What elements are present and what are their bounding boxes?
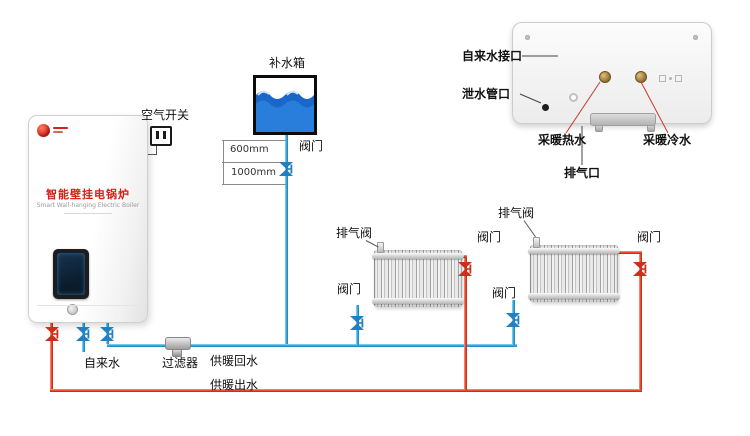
valve-label-radiator1-return: 阀门 bbox=[337, 282, 362, 296]
dimension-1000mm: 1000mm bbox=[231, 167, 276, 178]
valve-icon bbox=[99, 326, 115, 342]
heating-supply-label: 供暖出水 bbox=[210, 378, 259, 392]
air-vent-valve-label-2: 排气阀 bbox=[498, 206, 535, 220]
valve-label-radiator2-return: 阀门 bbox=[492, 286, 517, 300]
brand-logo-text-marks bbox=[53, 124, 68, 133]
boiler-front: 智能壁挂电锅炉 Smart Wall-hanging Electric Boil… bbox=[28, 115, 148, 323]
boiler-back-view bbox=[512, 22, 712, 132]
pipe-radiator1-supply-riser bbox=[464, 255, 467, 390]
exhaust-bracket bbox=[590, 113, 656, 126]
heating-return-label: 供暖回水 bbox=[210, 354, 259, 368]
radiator-2 bbox=[528, 245, 620, 302]
dimension-600mm: 600mm bbox=[230, 144, 269, 155]
tap-water-port-label: 自来水接口 bbox=[462, 49, 523, 63]
pipe-tank-riser bbox=[285, 135, 288, 345]
display-screen bbox=[57, 253, 85, 295]
screw-icon bbox=[693, 35, 698, 40]
brand-logo bbox=[37, 124, 68, 137]
drain-port-label: 泄水管口 bbox=[462, 87, 511, 101]
control-knob bbox=[67, 304, 78, 315]
heating-hot-port-icon bbox=[599, 71, 611, 83]
valve-icon bbox=[457, 261, 473, 277]
leader-line bbox=[523, 220, 536, 238]
heating-cold-water-label: 采暖冷水 bbox=[643, 133, 692, 147]
pipe-return-main bbox=[107, 344, 517, 347]
valve-icon bbox=[44, 326, 60, 342]
filter-label: 过滤器 bbox=[162, 356, 199, 370]
boiler-title: 智能壁挂电锅炉 bbox=[46, 188, 130, 201]
air-vent-valve-label-1: 排气阀 bbox=[336, 226, 373, 240]
valve-label-radiator2-supply: 阀门 bbox=[637, 230, 662, 244]
valve-icon bbox=[632, 261, 648, 277]
tap-water-label: 自来水 bbox=[84, 356, 121, 370]
heating-hot-water-label: 采暖热水 bbox=[538, 133, 587, 147]
boiler-divider bbox=[64, 213, 112, 214]
dimension-line bbox=[222, 140, 286, 141]
pipe-boiler-supply-drop bbox=[50, 321, 53, 391]
screw-icon bbox=[525, 35, 530, 40]
tank-water-icon bbox=[256, 90, 314, 132]
air-switch-label: 空气开关 bbox=[141, 108, 190, 122]
valve-icon bbox=[278, 161, 294, 177]
valve-icon bbox=[505, 312, 521, 328]
pipe-radiator2-supply-riser bbox=[639, 251, 642, 390]
valve-icon bbox=[75, 326, 91, 342]
brand-logo-disc-icon bbox=[37, 124, 50, 137]
dimension-line bbox=[222, 162, 286, 163]
embossed-marks-icon bbox=[659, 75, 682, 82]
pipe-radiator2-supply-stub bbox=[615, 251, 642, 254]
dimension-line bbox=[223, 140, 224, 185]
air-switch-wire bbox=[156, 146, 157, 155]
air-switch-icon bbox=[150, 126, 172, 146]
control-display bbox=[53, 249, 89, 299]
valve-label-tank: 阀门 bbox=[299, 139, 324, 153]
valve-label-radiator1-supply: 阀门 bbox=[477, 230, 502, 244]
water-tank bbox=[253, 75, 317, 135]
valve-icon bbox=[349, 315, 365, 331]
drain-port-icon bbox=[542, 104, 549, 111]
dimension-line bbox=[222, 184, 286, 185]
air-switch-wire bbox=[148, 154, 157, 155]
air-outlet-label: 排气口 bbox=[564, 166, 601, 180]
radiator2-air-vent-icon bbox=[533, 237, 540, 248]
pipe-supply-main bbox=[50, 389, 642, 392]
boiler-subtitle: Smart Wall-hanging Electric Boiler bbox=[36, 202, 140, 209]
radiator-1 bbox=[372, 250, 464, 307]
leader-lines bbox=[519, 55, 669, 165]
filter-bulb-icon bbox=[172, 349, 182, 357]
tap-water-port-icon bbox=[569, 93, 578, 102]
water-tank-label: 补水箱 bbox=[269, 56, 306, 70]
